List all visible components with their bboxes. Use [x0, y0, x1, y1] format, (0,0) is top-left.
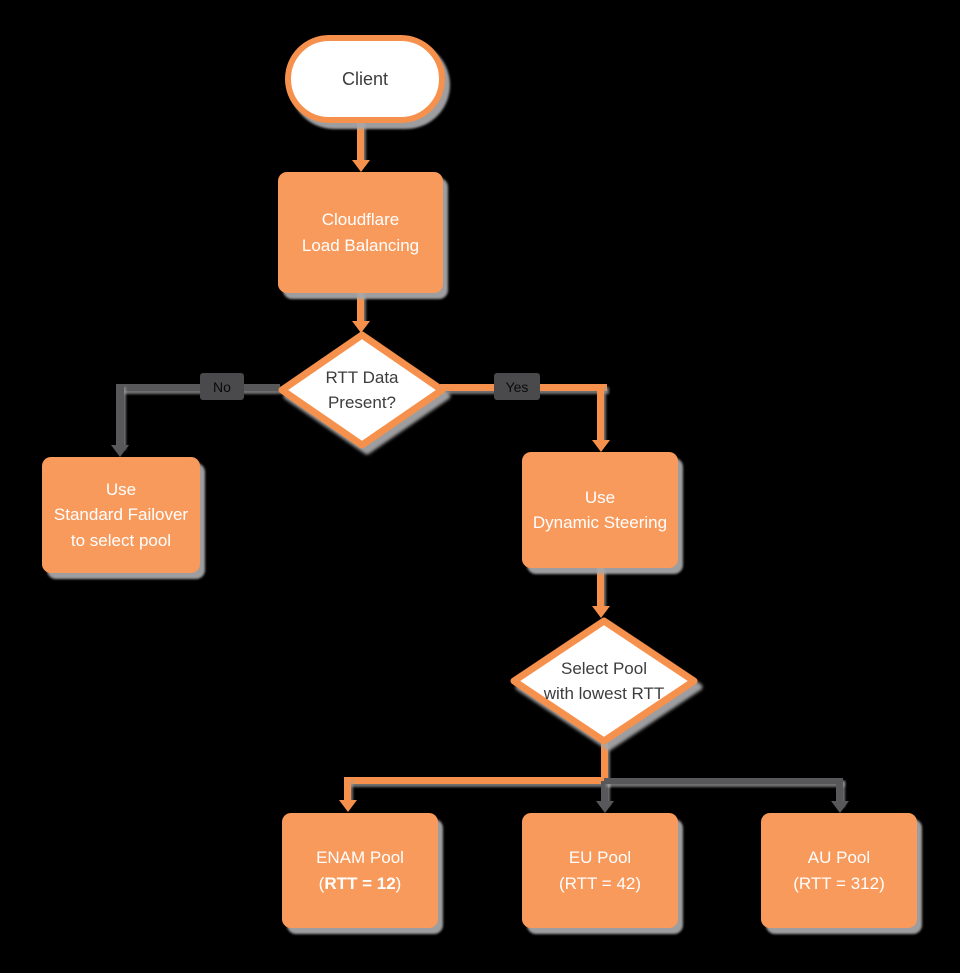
connector-to-enam-vertical [344, 777, 351, 801]
connector-client-to-loadbalancer [357, 120, 364, 162]
node-client-label: Client [341, 68, 389, 89]
au-pool-rtt: (RTT = 312) [793, 873, 885, 893]
arrowhead-into-dynamic-steering [592, 440, 610, 452]
decision-rtt-data-present: RTT Data Present? [276, 329, 448, 451]
connector-yes-branch-vertical [597, 384, 604, 440]
edge-label-yes: Yes [494, 373, 540, 400]
connector-pool-decision-down [601, 742, 608, 784]
edge-label-yes-text: Yes [505, 378, 529, 395]
arrowhead-into-rtt-decision [352, 321, 370, 333]
arrowhead-into-pool-decision [592, 606, 610, 618]
node-enam-pool-label: ENAM Pool (RTT = 12) [316, 845, 404, 896]
node-client: Client [285, 35, 445, 123]
connector-to-au-horizontal [604, 778, 843, 784]
node-dynamic-steering-label: Use Dynamic Steering [532, 487, 668, 533]
node-au-pool: AU Pool (RTT = 312) [761, 813, 917, 928]
edge-label-no: No [200, 373, 244, 400]
edge-label-no-text: No [213, 378, 231, 395]
connector-to-eu-vertical [601, 781, 608, 803]
connector-to-enam-horizontal [347, 777, 608, 784]
node-au-pool-label: AU Pool (RTT = 312) [793, 845, 885, 896]
node-cloudflare-load-balancing-label: Cloudflare Load Balancing [301, 210, 420, 255]
arrowhead-into-eu-pool [596, 801, 614, 813]
node-eu-pool-label: EU Pool (RTT = 42) [559, 845, 641, 896]
connector-no-branch-vertical [116, 384, 124, 447]
decision-rtt-data-present-label: RTT Data Present? [325, 367, 399, 413]
connector-loadbalancer-to-rtt-decision [357, 291, 364, 323]
decision-diamond-shape [510, 617, 698, 745]
eu-pool-name: EU Pool [568, 848, 632, 867]
arrowhead-into-standard-failover [111, 445, 129, 457]
enam-pool-rtt-value: RTT = 12 [324, 873, 396, 893]
arrowhead-into-au-pool [831, 801, 849, 813]
node-enam-pool: ENAM Pool (RTT = 12) [282, 813, 438, 928]
decision-select-pool: Select Pool with lowest RTT [508, 615, 700, 747]
node-standard-failover-label: Use Standard Failover to select pool [53, 479, 189, 550]
arrowhead-into-loadbalancer [352, 160, 370, 172]
connector-dynamic-steering-to-pool-decision [597, 566, 604, 608]
node-eu-pool: EU Pool (RTT = 42) [522, 813, 678, 928]
enam-pool-name: ENAM Pool [316, 848, 404, 867]
au-pool-name: AU Pool [807, 848, 871, 867]
connector-to-au-vertical [836, 778, 843, 804]
decision-select-pool-label: Select Pool with lowest RTT [543, 658, 665, 704]
decision-diamond-shape [278, 331, 446, 449]
eu-pool-rtt-value: RTT = 42 [564, 873, 636, 893]
eu-pool-rtt: (RTT = 42) [558, 873, 642, 893]
au-pool-rtt-value: RTT = 312 [798, 873, 880, 893]
node-standard-failover: Use Standard Failover to select pool [42, 457, 200, 573]
arrowhead-into-enam-pool [339, 800, 357, 812]
node-dynamic-steering: Use Dynamic Steering [522, 452, 678, 568]
enam-pool-rtt: (RTT = 12) [318, 873, 402, 893]
node-cloudflare-load-balancing: Cloudflare Load Balancing [278, 172, 443, 293]
